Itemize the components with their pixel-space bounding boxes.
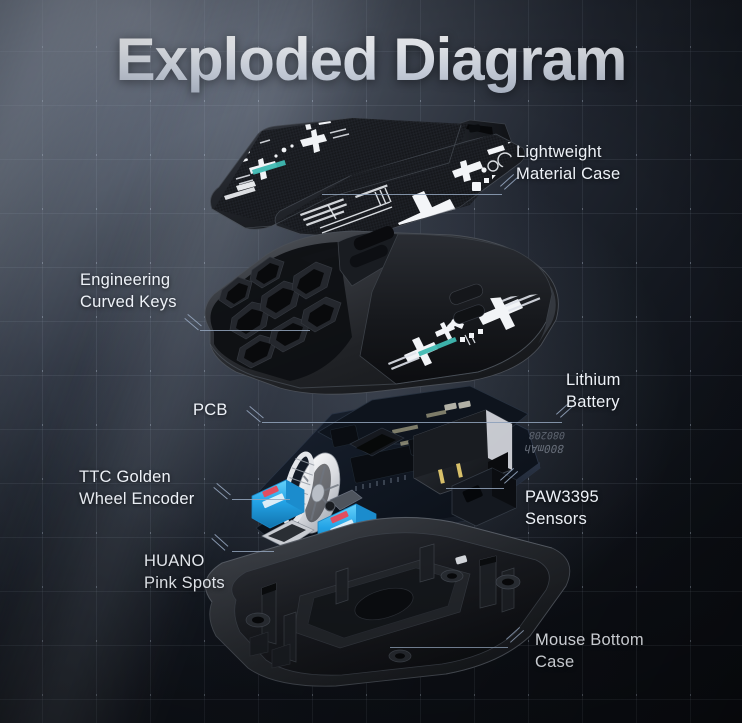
vignette-overlay xyxy=(0,0,742,723)
exploded-diagram-canvas: 800mAh 080208 xyxy=(0,0,742,723)
